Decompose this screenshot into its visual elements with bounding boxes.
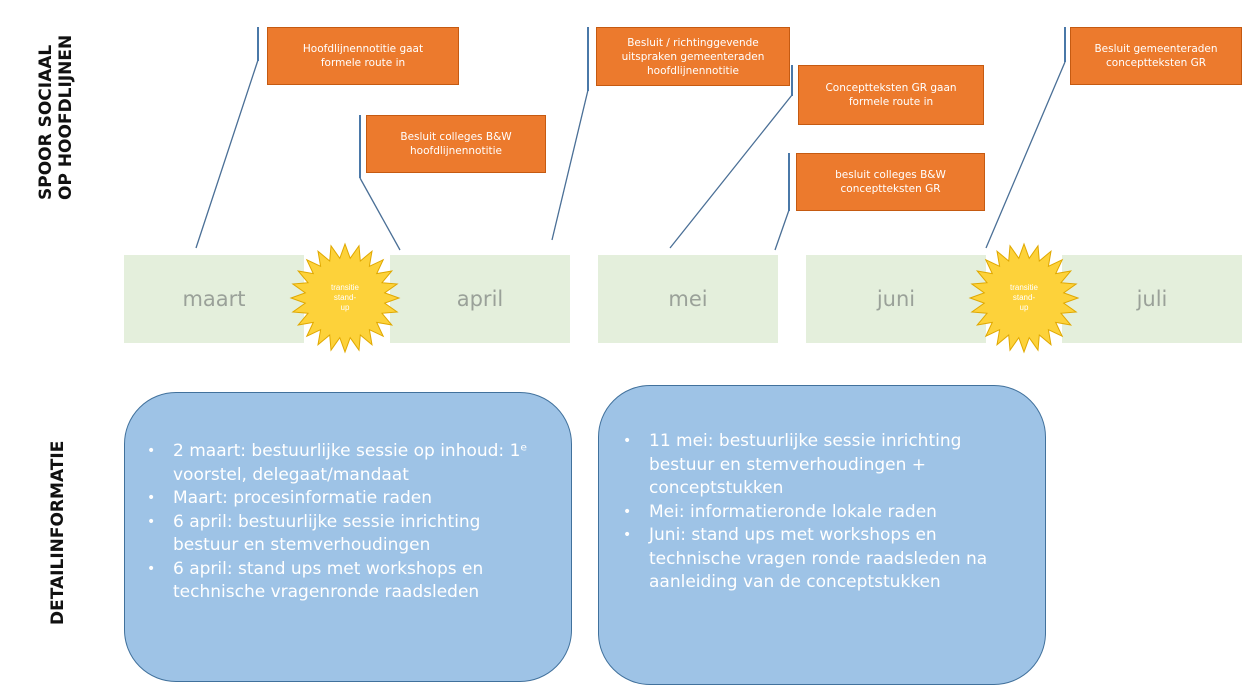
month-april: april xyxy=(390,255,570,343)
detail-item: 2 maart: bestuurlijke sessie op inhoud: … xyxy=(143,440,551,487)
connector-line xyxy=(774,209,790,251)
detail-item: Maart: procesinformatie raden xyxy=(143,487,551,511)
callout-bar xyxy=(788,153,790,211)
callout-hoofdlijnennotitie-route: Hoofdlijnennotitie gaat formele route in xyxy=(267,27,459,85)
detail-item: Juni: stand ups met workshops en technis… xyxy=(619,524,1029,595)
connector-line xyxy=(669,94,793,249)
connector-lines xyxy=(195,59,1066,251)
callout-bar xyxy=(359,115,361,178)
month-juli: juli xyxy=(1062,255,1242,343)
callout-bar xyxy=(587,27,589,91)
connector-line xyxy=(985,61,1066,249)
transition-sun-icon: transitie stand- up xyxy=(968,242,1080,354)
detail-item: 6 april: bestuurlijke sessie inrichting … xyxy=(143,511,551,558)
callout-bar xyxy=(257,27,259,61)
detail-item: 6 april: stand ups met workshops en tech… xyxy=(143,558,551,605)
transition-sun-icon: transitie stand- up xyxy=(289,242,401,354)
connector-line xyxy=(359,177,401,251)
connector-line xyxy=(551,89,589,241)
month-mei: mei xyxy=(598,255,778,343)
callout-besluit-gemeenteraden-hoofdlijnen: Besluit / richtinggevende uitspraken gem… xyxy=(596,27,790,86)
callout-besluit-colleges-concept: besluit colleges B&W conceptteksten GR xyxy=(796,153,985,211)
callout-besluit-gemeenteraden-concept: Besluit gemeenteraden conceptteksten GR xyxy=(1070,27,1242,85)
callout-bar xyxy=(1064,27,1066,62)
callout-conceptteksten-route: Conceptteksten GR gaan formele route in xyxy=(798,65,984,125)
detail-panel-right: 11 mei: bestuurlijke sessie inrichting b… xyxy=(598,385,1046,685)
connector-line xyxy=(195,59,259,249)
detail-list-right: 11 mei: bestuurlijke sessie inrichting b… xyxy=(619,430,1029,595)
transition-label: transitie stand- up xyxy=(1009,283,1038,312)
callout-bar xyxy=(791,65,793,96)
detail-list-left: 2 maart: bestuurlijke sessie op inhoud: … xyxy=(143,440,551,605)
detail-item: 11 mei: bestuurlijke sessie inrichting b… xyxy=(619,430,1029,501)
callout-besluit-colleges-hoofdlijnen: Besluit colleges B&W hoofdlijnennotitie xyxy=(366,115,546,173)
transition-label: transitie stand- up xyxy=(330,283,359,312)
month-maart: maart xyxy=(124,255,304,343)
month-juni: juni xyxy=(806,255,986,343)
detail-panel-left: 2 maart: bestuurlijke sessie op inhoud: … xyxy=(124,392,572,682)
detail-item: Mei: informatieronde lokale raden xyxy=(619,501,1029,525)
